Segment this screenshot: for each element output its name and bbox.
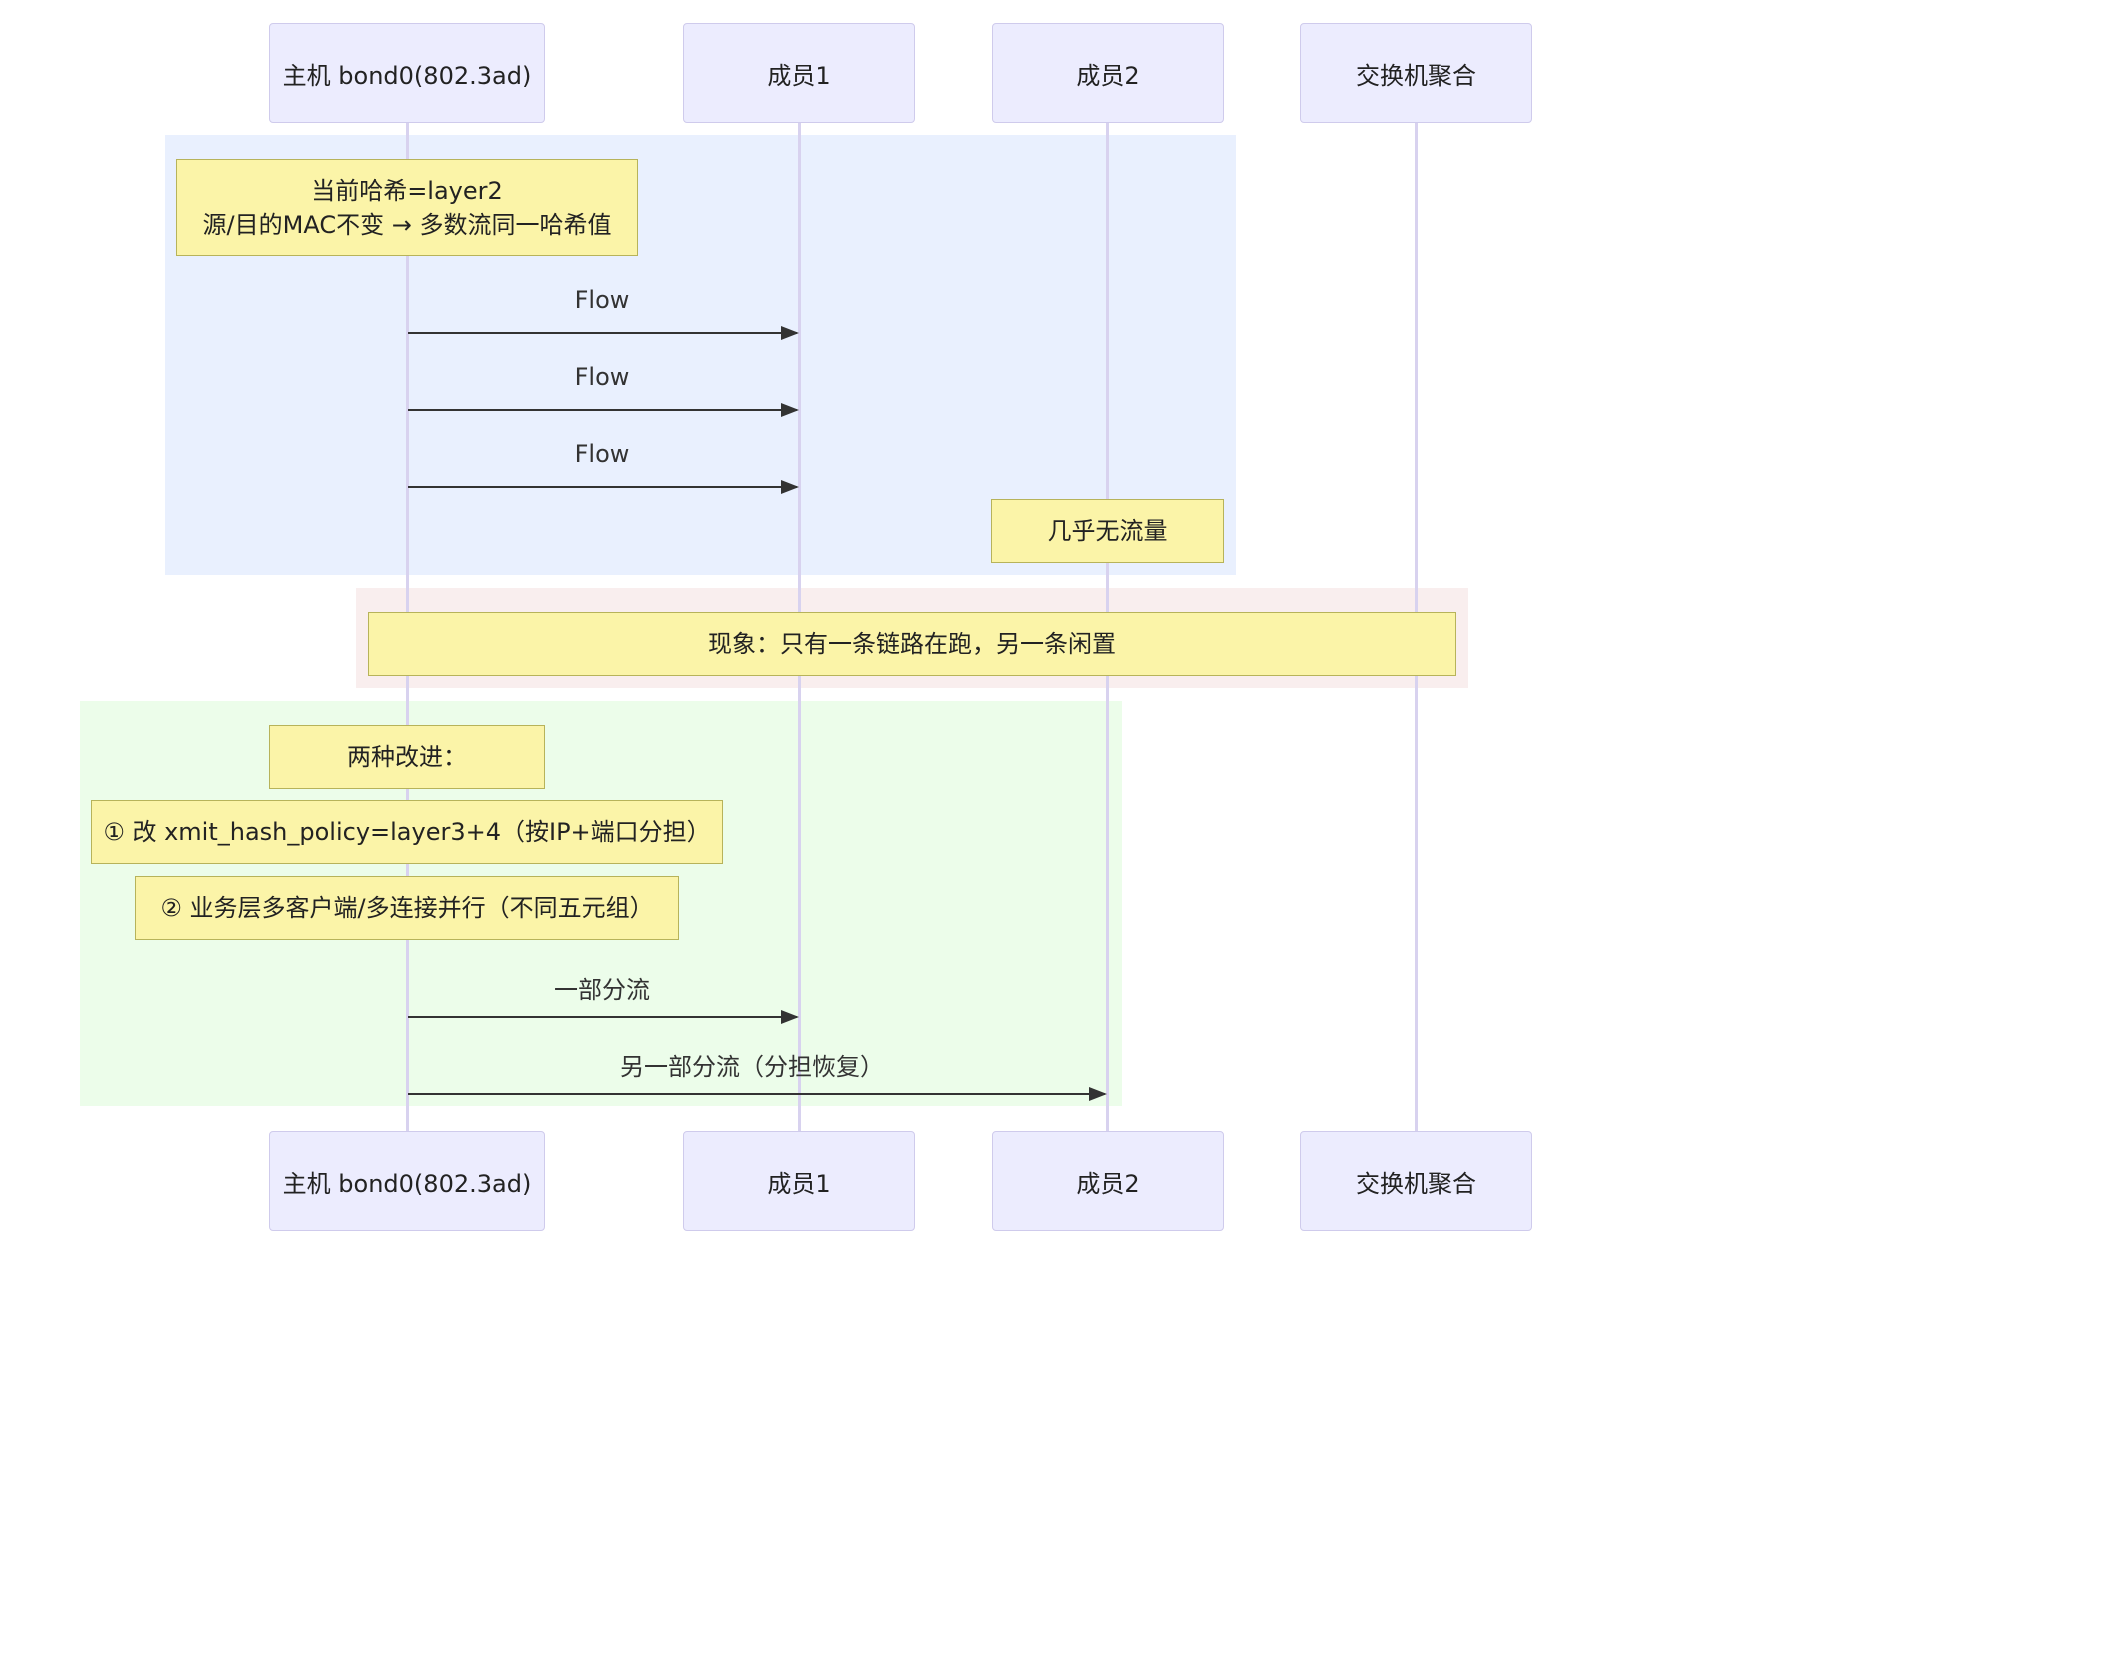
note-hash-line2: 源/目的MAC不变 → 多数流同一哈希值 xyxy=(202,210,612,239)
participant-member2-bottom: 成员2 xyxy=(992,1131,1224,1231)
participant-member1-label: 成员1 xyxy=(767,1169,831,1198)
note-phenomenon-text: 现象：只有一条链路在跑，另一条闲置 xyxy=(708,630,1116,658)
participant-member2-top: 成员2 xyxy=(992,23,1224,123)
message-label-flow-3: Flow xyxy=(574,440,630,468)
participant-member2-label: 成员2 xyxy=(1076,61,1140,90)
note-improve-title-text: 两种改进： xyxy=(347,743,467,771)
message-label-partial-1: 一部分流 xyxy=(554,976,650,1004)
note-member2-idle: 几乎无流量 xyxy=(991,499,1224,563)
note-improve-2-text: ② 业务层多客户端/多连接并行（不同五元组） xyxy=(160,894,654,922)
note-improve-1: ① 改 xmit_hash_policy=layer3+4（按IP+端口分担） xyxy=(91,800,723,864)
note-hash-policy: 当前哈希=layer2 源/目的MAC不变 → 多数流同一哈希值 xyxy=(176,159,638,256)
participant-member1-label: 成员1 xyxy=(767,61,831,90)
message-arrows xyxy=(408,326,1107,1101)
participant-switch-top: 交换机聚合 xyxy=(1300,23,1532,123)
participant-member1-top: 成员1 xyxy=(683,23,915,123)
message-label-flow-2: Flow xyxy=(574,363,630,391)
participant-switch-label: 交换机聚合 xyxy=(1356,1169,1476,1198)
participant-switch-label: 交换机聚合 xyxy=(1356,61,1476,90)
note-improve-1-text: ① 改 xmit_hash_policy=layer3+4（按IP+端口分担） xyxy=(103,818,711,846)
note-improve-title: 两种改进： xyxy=(269,725,545,789)
note-member2-idle-text: 几乎无流量 xyxy=(1047,517,1168,545)
participant-member1-bottom: 成员1 xyxy=(683,1131,915,1231)
participant-host-label: 主机 bond0(802.3ad) xyxy=(282,61,532,90)
participant-host-bottom: 主机 bond0(802.3ad) xyxy=(269,1131,545,1231)
message-label-partial-2: 另一部分流（分担恢复） xyxy=(620,1053,884,1081)
note-hash-line1: 当前哈希=layer2 xyxy=(311,176,503,205)
participant-host-label: 主机 bond0(802.3ad) xyxy=(282,1169,532,1198)
note-phenomenon: 现象：只有一条链路在跑，另一条闲置 xyxy=(368,612,1456,676)
participant-host-top: 主机 bond0(802.3ad) xyxy=(269,23,545,123)
participant-member2-label: 成员2 xyxy=(1076,1169,1140,1198)
note-improve-2: ② 业务层多客户端/多连接并行（不同五元组） xyxy=(135,876,679,940)
participant-switch-bottom: 交换机聚合 xyxy=(1300,1131,1532,1231)
message-label-flow-1: Flow xyxy=(574,286,630,314)
